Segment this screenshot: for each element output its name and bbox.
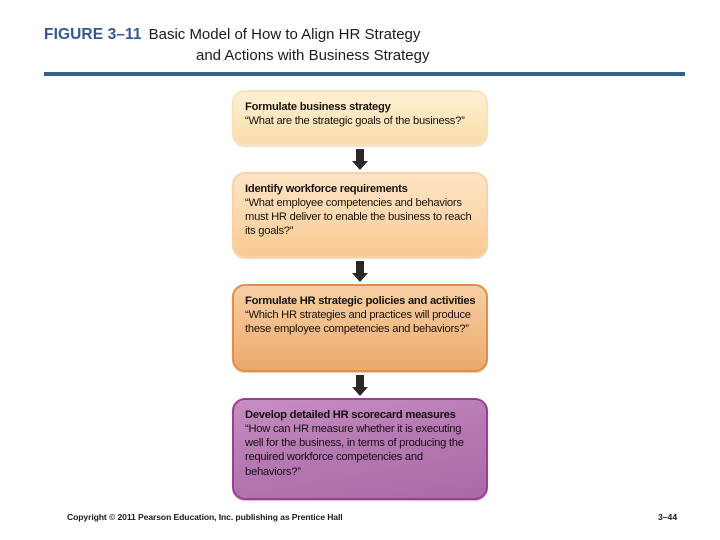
flow-box-body: “What employee competencies and behavior… [245,197,472,238]
arrow-shaft [356,149,364,162]
flow-box-develop-hr-scorecard-measures[interactable]: Develop detailed HR scorecard measures “… [232,398,488,500]
flow-box-heading: Formulate business strategy [245,101,391,113]
flow-box-body: “Which HR strategies and practices will … [245,309,471,336]
header-divider-rule [44,72,685,76]
arrow-down-icon-2 [232,258,488,284]
arrow-shaft [356,375,364,388]
arrow-shaft [356,261,364,274]
figure-title-line-1: Basic Model of How to Align HR Strategy [148,26,421,43]
arrow-head [352,273,368,282]
flow-diagram: Formulate business strategy “What are th… [232,90,488,500]
flow-box-formulate-business-strategy[interactable]: Formulate business strategy “What are th… [232,90,488,146]
figure-title-row: FIGURE 3–11 Basic Model of How to Align H… [44,26,686,44]
flow-box-body: “How can HR measure whether it is execut… [245,423,464,478]
figure-title-line-2: and Actions with Business Strategy [196,47,430,64]
flow-box-identify-workforce-requirements[interactable]: Identify workforce requirements “What em… [232,172,488,258]
flow-box-formulate-hr-strategic-policies[interactable]: Formulate HR strategic policies and acti… [232,284,488,372]
arrow-head [352,161,368,170]
footer-page-number: 3–44 [658,512,678,522]
arrow-head [352,387,368,396]
flow-box-body: “What are the strategic goals of the bus… [245,115,465,127]
flow-box-heading: Identify workforce requirements [245,183,408,195]
arrow-down-icon-1 [232,146,488,172]
slide-header: FIGURE 3–11 Basic Model of How to Align H… [44,26,686,64]
arrow-down-icon-3 [232,372,488,398]
figure-label: FIGURE 3–11 [44,26,142,43]
footer-copyright: Copyright © 2011 Pearson Education, Inc.… [67,512,343,522]
flow-box-heading: Formulate HR strategic policies and acti… [245,295,476,307]
flow-box-heading: Develop detailed HR scorecard measures [245,409,456,421]
